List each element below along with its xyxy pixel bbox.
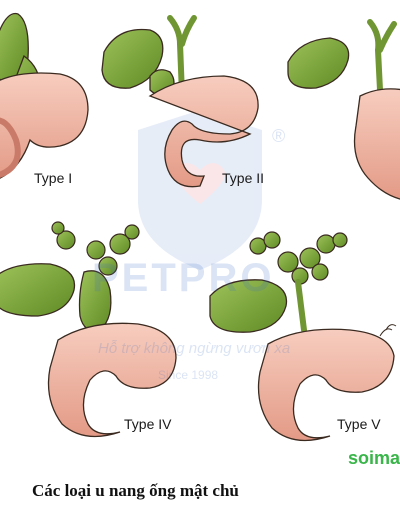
watermark-registered: ®	[272, 126, 286, 146]
site-text: soima	[348, 448, 400, 468]
watermark-since: Since 1998	[158, 368, 219, 382]
type-1-illustration	[0, 12, 89, 179]
pancreatic-duct-end	[379, 324, 397, 337]
pancreas	[0, 72, 89, 179]
duodenum	[0, 117, 21, 178]
pancreas	[353, 88, 400, 200]
type-4-illustration	[0, 221, 177, 438]
gallbladder	[0, 263, 76, 317]
pancreas	[47, 322, 177, 438]
figure-caption: Các loại u nang ống mật chủ	[32, 481, 239, 500]
bile-duct	[295, 279, 307, 333]
type-2-illustration	[101, 15, 259, 188]
watermark-brand: PETPRO	[92, 256, 275, 300]
gallbladder	[101, 28, 164, 89]
type-2-label: Type II	[222, 170, 265, 186]
type-3-illustration	[287, 19, 400, 200]
gallbladder	[287, 37, 350, 89]
pancreas	[148, 75, 259, 188]
intrahepatic-cysts	[51, 221, 140, 276]
pancreas	[257, 328, 395, 442]
type-5-illustration	[209, 231, 397, 442]
type-4-label: Type IV	[124, 416, 172, 432]
gallbladder	[209, 279, 288, 333]
type-1-label: Type I	[34, 170, 73, 186]
type-5-label: Type V	[337, 416, 381, 432]
hepatic-ducts	[367, 19, 397, 93]
watermark-tagline: Hỗ trợ không ngừng vươn xa	[98, 340, 291, 357]
